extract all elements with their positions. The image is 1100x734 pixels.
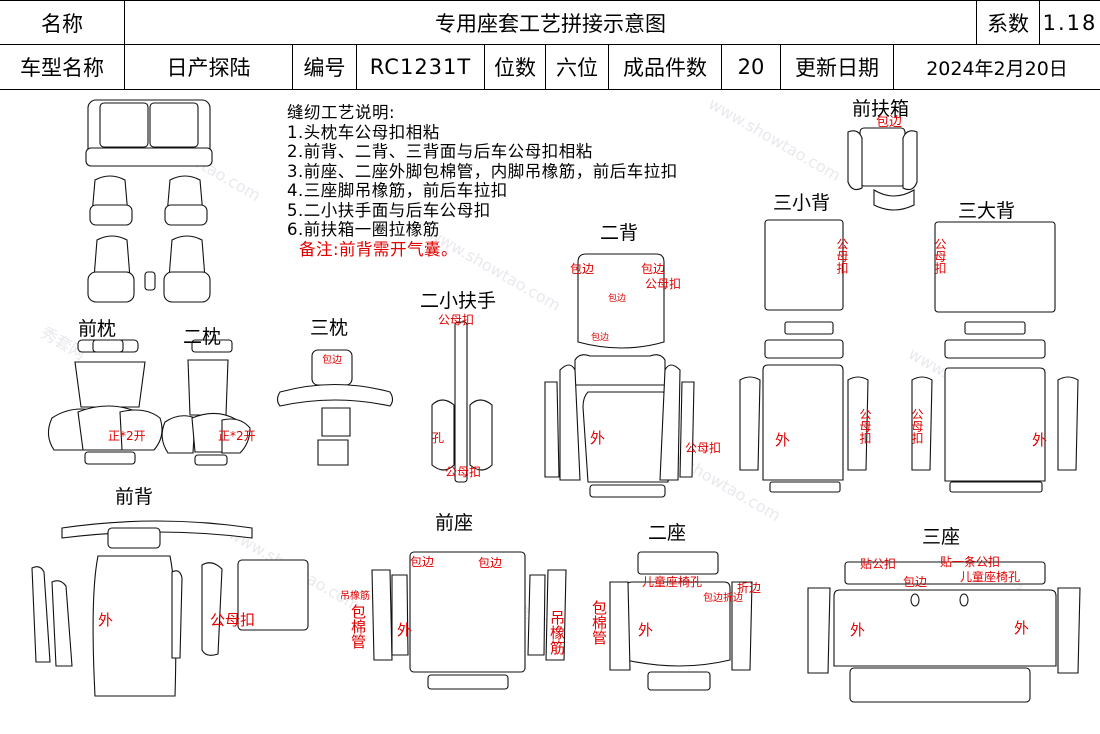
annotation-label: 公母扣 [445,465,482,479]
second-back-pieces [544,253,695,498]
section-title: 前座 [435,512,474,534]
annotation-label: 公母扣 [933,238,947,274]
annotation-label: 包棉管 [590,600,608,645]
section-title: 二背 [600,222,639,244]
second-seat-pieces [609,551,753,691]
annotation-label: 外 [775,431,791,449]
section-title: 前扶箱 [852,98,910,120]
annotation-label: 贴公扣 [860,557,897,571]
front-headrest-pieces [47,339,163,465]
note-item: 3.前座、二座外脚包棉管，内脚吊橡筋，前后车拉扣 [287,161,678,181]
annotation-label: 包边 [322,355,342,366]
section-title: 三小背 [773,192,831,214]
annotation-label: 公母扣 [645,277,682,291]
third-small-back-pieces [739,219,869,493]
code-value: RC1231T [357,45,485,89]
annotation-label: 包边 [591,333,610,343]
annotation-label: 正*2开 [218,429,256,443]
annotation-label: 外 [98,611,114,629]
notes-remark: 备注:前背需开气囊。 [299,239,459,259]
annotation-label: 吊橡筋 [340,591,370,602]
header-table: 名称 专用座套工艺拼接示意图 系数 1.18 车型名称 日产探陆 编号 RC12… [0,0,1100,90]
front-armbox-pieces [847,127,918,211]
annotation-label: 公母扣 [910,408,924,444]
note-item: 1.头枕车公母扣相粘 [287,122,440,142]
third-seat-pieces [807,561,1081,703]
pieces-value: 20 [722,45,781,89]
annotation-label: 折边 [737,581,762,595]
annotation-label: 包边 [570,262,595,276]
annotation-label: 包边折边 [703,593,743,604]
model-label: 车型名称 [0,45,125,89]
section-title: 三大背 [958,200,1016,222]
annotation-label: 公母扣 [438,313,475,327]
annotation-label: 包边 [641,262,666,276]
seats-label: 位数 [485,45,546,89]
section-title: 二座 [648,522,687,544]
note-item: 4.三座脚吊橡筋，前后车拉扣 [287,181,508,200]
date-value: 2024年2月20日 [926,57,1068,80]
front-back-pieces [31,520,309,697]
annotation-label: 外 [397,621,413,639]
annotation-label: 包边 [876,115,903,130]
annotation-label: 外 [590,429,606,447]
coef-label: 系数 [977,1,1040,44]
section-title: 前背 [115,486,154,508]
doc-title: 专用座套工艺拼接示意图 [125,1,977,44]
annotation-label: 儿童座椅孔 [960,570,1021,584]
annotation-label: 孔 [432,431,445,445]
annotation-label: 公母扣 [685,441,722,455]
annotation-label: 包边 [903,575,928,589]
second-armrest-pieces [431,321,493,483]
annotation-label: 公母扣 [858,408,872,444]
annotation-label: 贴一条公扣 [940,555,1001,569]
section-title: 二小扶手 [420,290,497,312]
section-title: 三枕 [310,317,349,339]
annotation-label: 包边 [478,556,503,570]
annotation-label: 外 [638,621,654,639]
section-title: 前枕 [78,318,117,340]
annotation-label: 吊橡筋 [548,610,566,655]
annotation-label: 包棉管 [349,604,367,649]
coef-value: 1.18 [1042,10,1098,35]
annotation-label: 公母扣 [210,611,256,629]
note-item: 6.前扶箱一圈拉橡筋 [287,220,440,239]
second-headrest-pieces [161,339,251,466]
sewing-notes: 缝纫工艺说明: 1.头枕车公母扣相粘 2.前背、二背、三背面与后车公母扣相粘 3… [287,103,678,259]
section-title: 二枕 [183,326,222,348]
annotation-label: 外 [1032,431,1048,449]
code-label: 编号 [293,45,357,89]
annotation-label: 儿童座椅孔 [642,575,703,589]
seats-value: 六位 [546,45,609,89]
pieces-label: 成品件数 [609,45,722,89]
note-item: 2.前背、二背、三背面与后车公母扣相粘 [287,142,593,161]
section-title: 三座 [922,526,961,548]
note-item: 5.二小扶手面与后车公母扣 [287,200,491,220]
annotation-label: 正*2开 [108,429,146,443]
annotation-label: 包边 [608,294,627,304]
date-label: 更新日期 [781,45,894,89]
third-headrest-pieces [276,349,394,466]
seat-overview-icon [85,99,213,303]
front-seat-pieces [371,551,567,690]
annotation-label: 外 [850,621,866,639]
annotation-label: 外 [1014,619,1030,637]
third-big-back-pieces [911,221,1079,493]
model-value: 日产探陆 [125,45,293,89]
notes-heading: 缝纫工艺说明: [287,103,396,122]
annotation-label: 包边 [410,555,435,569]
annotation-label: 公母扣 [835,238,849,274]
name-label: 名称 [0,1,125,44]
